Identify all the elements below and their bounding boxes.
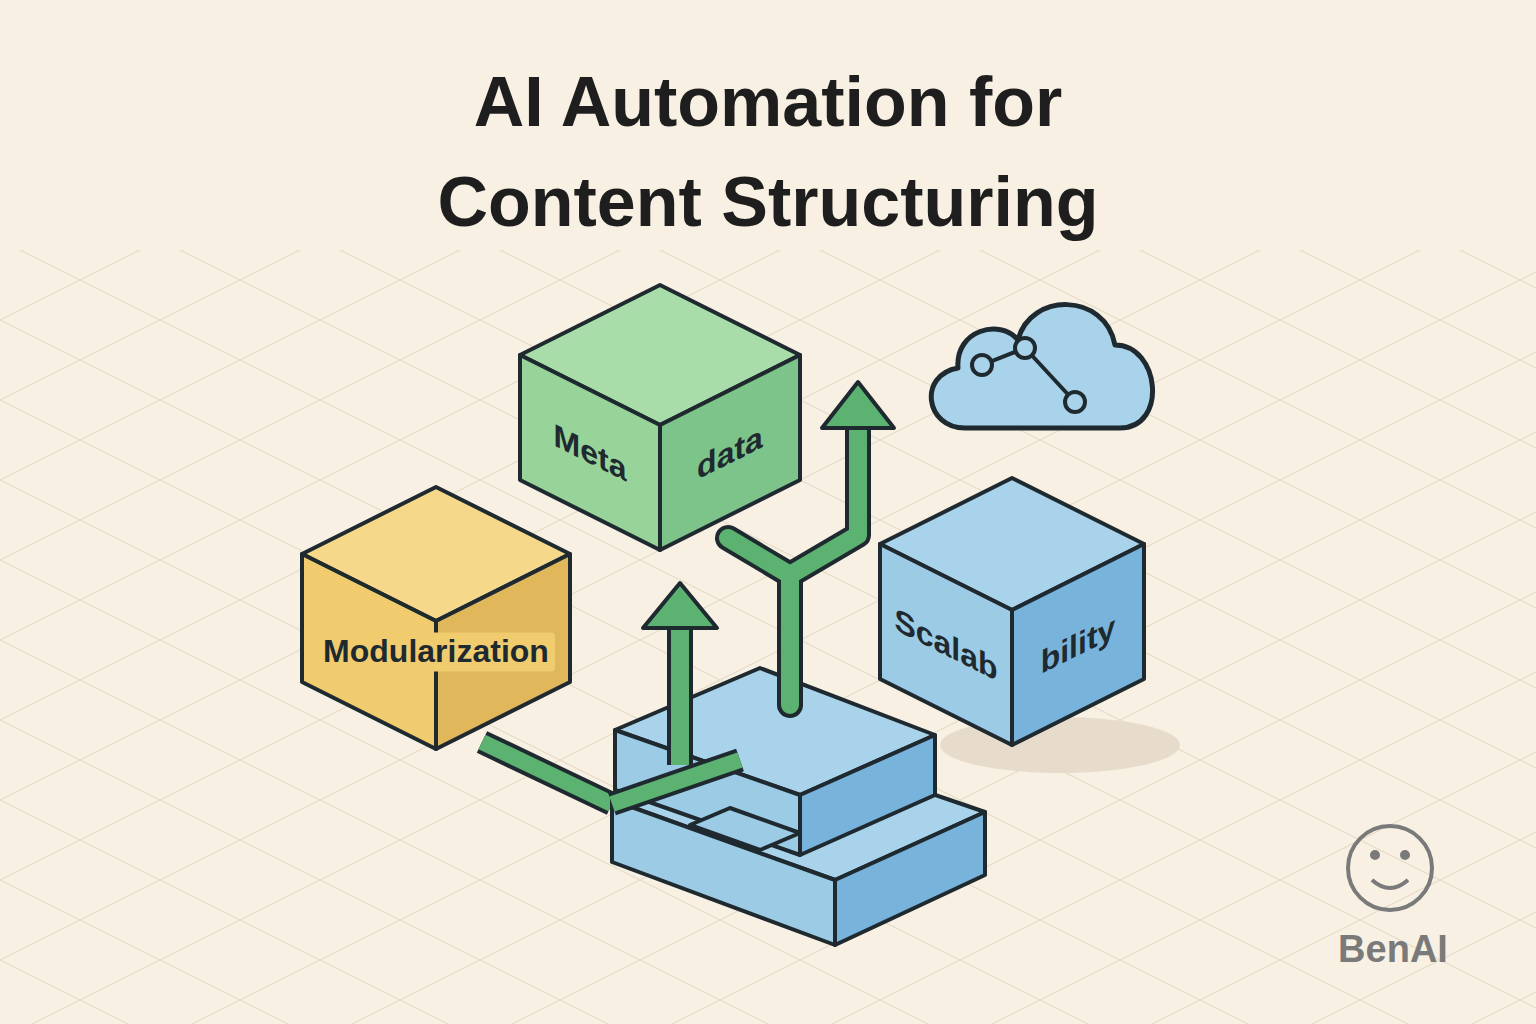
up-arrow	[643, 583, 717, 765]
cube-node: Scalabbility	[876, 474, 1148, 749]
cube-node: Modularization	[298, 483, 574, 753]
cube-face	[1012, 544, 1144, 745]
cube-face	[520, 355, 660, 550]
diagram-title: AI Automation for Content Structuring	[338, 52, 1198, 252]
watermark-label: BenAI	[1338, 928, 1448, 971]
cube-node: Metadata	[516, 281, 804, 554]
cube-face	[880, 544, 1012, 745]
cube-outline	[298, 483, 574, 753]
cube-label: Modularization	[317, 632, 555, 671]
cube-outline	[516, 281, 804, 554]
logo-smiley	[1348, 826, 1432, 910]
flow-band	[612, 760, 740, 804]
flow-band	[482, 742, 612, 804]
cube-face	[660, 355, 800, 550]
cloud-icon	[931, 305, 1152, 428]
